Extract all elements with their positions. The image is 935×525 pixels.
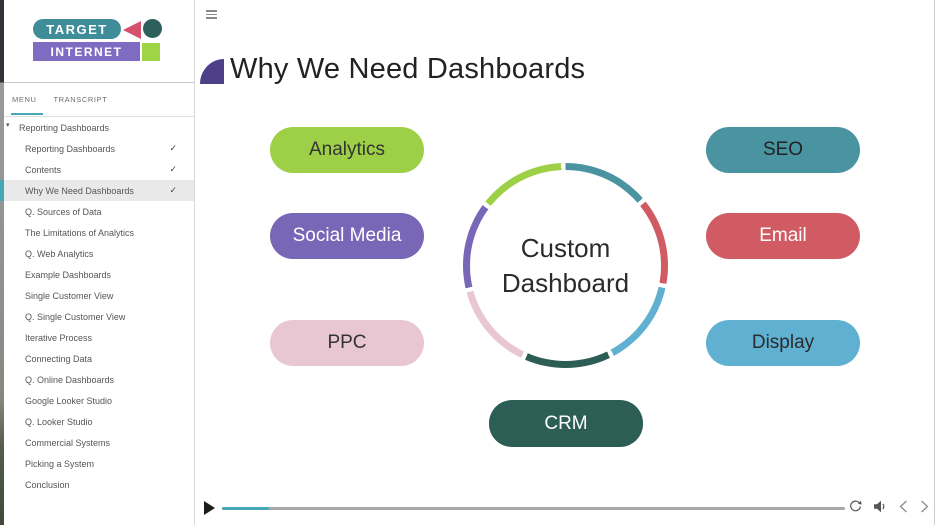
- channel-pill-crm[interactable]: CRM: [489, 400, 643, 447]
- sidebar-section-reporting-dashboards[interactable]: ▾ Reporting Dashboards: [0, 117, 194, 138]
- lesson-label: Commercial Systems: [25, 437, 111, 448]
- lesson-label: Q. Sources of Data: [25, 206, 102, 217]
- lesson-label: Q. Web Analytics: [25, 248, 94, 259]
- sidebar-lesson-item[interactable]: Conclusion: [0, 474, 194, 495]
- lesson-label: Google Looker Studio: [25, 395, 113, 406]
- sidebar-lesson-item[interactable]: Contents ✓: [0, 159, 194, 180]
- logo-triangle-icon: [123, 21, 141, 39]
- lesson-label: Reporting Dashboards: [25, 143, 116, 154]
- sidebar-lesson-item[interactable]: Iterative Process: [0, 327, 194, 348]
- lesson-label: Why We Need Dashboards: [25, 185, 134, 196]
- slide-title-row: Why We Need Dashboards: [200, 53, 585, 86]
- sidebar-lesson-item[interactable]: Connecting Data: [0, 348, 194, 369]
- seekbar[interactable]: [222, 507, 845, 510]
- channel-pill-seo[interactable]: SEO: [706, 127, 860, 173]
- checkmark-icon: ✓: [169, 143, 177, 153]
- custom-dashboard-ring: Custom Dashboard: [463, 163, 668, 368]
- sidebar-lesson-item[interactable]: Why We Need Dashboards ✓: [0, 180, 194, 201]
- lesson-label: Example Dashboards: [25, 269, 112, 280]
- replay-icon[interactable]: [849, 500, 862, 518]
- hamburger-menu-icon[interactable]: [206, 10, 217, 19]
- volume-icon[interactable]: [874, 500, 888, 518]
- lesson-label: Single Customer View: [25, 290, 114, 301]
- sidebar-lesson-item[interactable]: Commercial Systems: [0, 432, 194, 453]
- channel-pill-ppc[interactable]: PPC: [270, 320, 424, 366]
- logo-area: TARGET INTERNET: [0, 0, 194, 83]
- sidebar-lesson-item[interactable]: Q. Web Analytics: [0, 243, 194, 264]
- sidebar: TARGET INTERNET MENU TRANSCRIPT ▾ Report…: [0, 0, 195, 525]
- sidebar-lesson-item[interactable]: Reporting Dashboards ✓: [0, 138, 194, 159]
- tab-transcript[interactable]: TRANSCRIPT: [53, 95, 108, 104]
- sidebar-lesson-item[interactable]: Picking a System: [0, 453, 194, 474]
- sidebar-lesson-item[interactable]: The Limitations of Analytics: [0, 222, 194, 243]
- section-label: Reporting Dashboards: [19, 122, 110, 133]
- channel-pill-social-media[interactable]: Social Media: [270, 213, 424, 259]
- channel-pill-analytics[interactable]: Analytics: [270, 127, 424, 173]
- lesson-label: Picking a System: [25, 458, 95, 469]
- sidebar-lesson-item[interactable]: Q. Online Dashboards: [0, 369, 194, 390]
- lesson-label: Q. Single Customer View: [25, 311, 126, 322]
- lesson-label: Iterative Process: [25, 332, 93, 343]
- next-button[interactable]: [920, 500, 929, 518]
- checkmark-icon: ✓: [169, 185, 177, 195]
- sidebar-lesson-item[interactable]: Single Customer View: [0, 285, 194, 306]
- player-bar: [196, 495, 934, 525]
- lesson-list: ▾ Reporting Dashboards Reporting Dashboa…: [0, 117, 194, 495]
- checkmark-icon: ✓: [169, 164, 177, 174]
- sidebar-lesson-item[interactable]: Q. Looker Studio: [0, 411, 194, 432]
- lesson-label: Q. Looker Studio: [25, 416, 93, 427]
- channel-pill-display[interactable]: Display: [706, 320, 860, 366]
- tab-menu[interactable]: MENU: [0, 83, 45, 116]
- seekbar-progress: [222, 507, 269, 510]
- sidebar-lesson-item[interactable]: Q. Sources of Data: [0, 201, 194, 222]
- logo-circle-icon: [143, 19, 162, 38]
- sidebar-lesson-item[interactable]: Google Looker Studio: [0, 390, 194, 411]
- slide-title: Why We Need Dashboards: [230, 53, 586, 85]
- ring-center-label: Custom Dashboard: [501, 232, 630, 298]
- caret-down-icon: ▾: [6, 122, 10, 129]
- background-page-sliver: [0, 0, 4, 525]
- sidebar-lesson-item[interactable]: Example Dashboards: [0, 264, 194, 285]
- sidebar-tabs: MENU TRANSCRIPT: [0, 83, 194, 117]
- lesson-label: The Limitations of Analytics: [25, 227, 135, 238]
- previous-button[interactable]: [899, 500, 908, 518]
- logo-internet-bar: INTERNET: [33, 42, 140, 61]
- play-button[interactable]: [204, 501, 215, 520]
- lesson-label: Conclusion: [25, 479, 70, 490]
- lesson-label: Q. Online Dashboards: [25, 374, 115, 385]
- logo-square-icon: [142, 43, 160, 61]
- logo-target-pill: TARGET: [33, 19, 121, 39]
- lesson-label: Contents: [25, 164, 62, 175]
- target-internet-logo: TARGET INTERNET: [33, 19, 163, 62]
- lesson-label: Connecting Data: [25, 353, 93, 364]
- quarter-circle-icon: [200, 59, 224, 84]
- sidebar-lesson-item[interactable]: Q. Single Customer View: [0, 306, 194, 327]
- channel-pill-email[interactable]: Email: [706, 213, 860, 259]
